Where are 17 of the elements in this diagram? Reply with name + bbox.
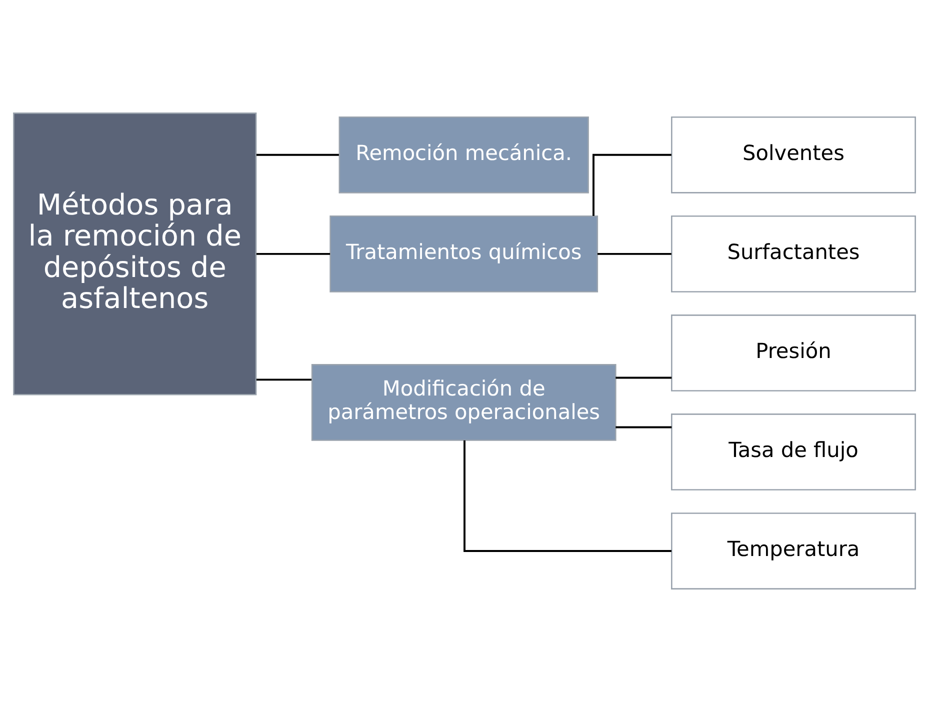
- node-box: Tratamientos químicos: [330, 216, 598, 292]
- node-box: Surfactantes: [671, 216, 916, 292]
- node-box: Remoción mecánica.: [338, 116, 589, 194]
- node-box: Solventes: [671, 116, 916, 194]
- connector: [256, 154, 339, 156]
- node-box: Tasa de flujo: [671, 414, 916, 490]
- node-box: Modificación de parámetros operacionales: [311, 364, 616, 441]
- connector: [616, 426, 672, 428]
- connector: [592, 154, 672, 216]
- connector: [256, 378, 312, 381]
- connector: [597, 252, 672, 255]
- connector: [256, 252, 330, 255]
- node-box: Presión: [671, 314, 916, 392]
- node-box: Métodos para la remoción de depósitos de asfaltenos: [13, 112, 257, 396]
- node-box: Temperatura: [671, 512, 916, 590]
- connector: [464, 440, 672, 552]
- connector: [616, 376, 672, 379]
